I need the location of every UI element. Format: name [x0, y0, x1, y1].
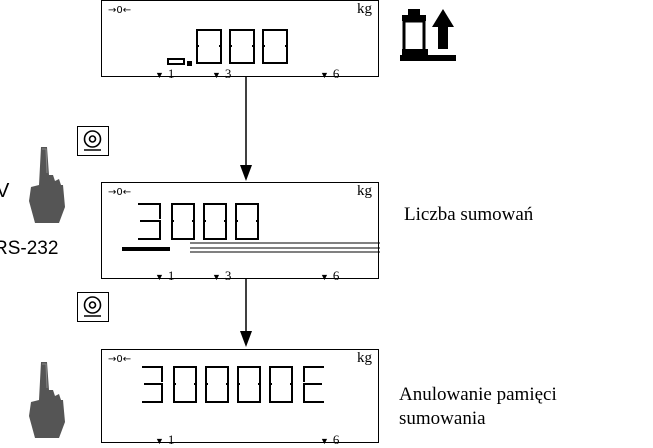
seven-segment-digits	[167, 29, 288, 66]
zero-indicator: →0←	[108, 187, 132, 198]
unit-label: kg	[357, 350, 372, 366]
seven-segment-digits	[138, 203, 259, 240]
count-label: Liczba sumowań	[404, 204, 534, 225]
flow-arrow	[240, 77, 252, 181]
annunciator-3: ▼3	[212, 66, 232, 81]
zero-indicator: →0←	[108, 5, 132, 16]
display-3: →0← kg ▼1 ▼6	[101, 349, 379, 447]
flow-arrow	[240, 279, 252, 347]
unit-label: kg	[357, 1, 372, 17]
annunciator-6: ▼6	[320, 268, 340, 283]
rs232-label: RS-232	[0, 238, 59, 259]
partial-label-v: V	[0, 180, 10, 202]
unit-label: kg	[357, 183, 372, 199]
annunciator-3: ▼3	[212, 268, 232, 283]
display-2: →0← kg ▼1 ▼3 ▼6	[101, 182, 380, 283]
pointing-hand-icon	[29, 147, 65, 223]
pointing-hand-icon	[29, 362, 65, 438]
target-button-icon	[83, 296, 102, 317]
annunciator-6: ▼6	[320, 432, 340, 447]
scale-load-up-icon	[400, 9, 456, 61]
annunciator-1: ▼1	[155, 268, 175, 283]
seven-segment-digits	[142, 366, 324, 403]
cancel-label-line1: Anulowanie pamięci	[399, 384, 557, 405]
annunciator-1: ▼1	[155, 66, 175, 81]
target-button-icon	[83, 130, 102, 151]
display-1: →0← kg ▼1 ▼3 ▼6	[101, 0, 379, 81]
display-bar-lines	[122, 242, 380, 253]
cancel-label-line2: sumowania	[399, 408, 486, 429]
zero-indicator: →0←	[108, 354, 132, 365]
annunciator-6: ▼6	[320, 66, 340, 81]
annunciator-1: ▼1	[155, 432, 175, 447]
target-button[interactable]	[77, 126, 109, 156]
target-button[interactable]	[77, 292, 109, 322]
